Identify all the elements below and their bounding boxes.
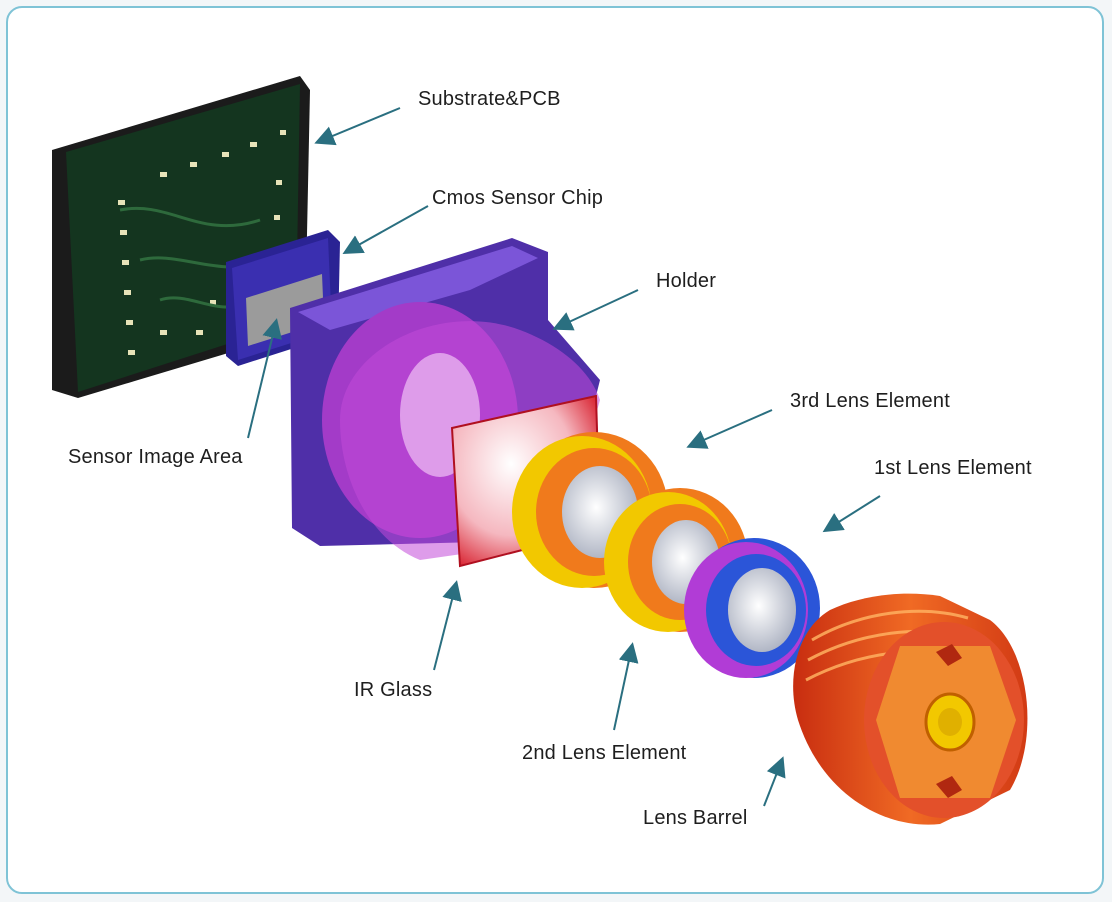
arrow-second-lens-element xyxy=(613,642,639,731)
label-third-lens-element: 3rd Lens Element xyxy=(790,390,950,412)
label-sensor-image-area: Sensor Image Area xyxy=(68,446,243,468)
arrow-substrate-pcb xyxy=(314,107,401,146)
arrow-cmos-sensor-chip xyxy=(342,205,429,254)
label-second-lens-element: 2nd Lens Element xyxy=(522,742,687,764)
arrow-lens-barrel xyxy=(763,756,786,807)
arrow-third-lens-element xyxy=(686,409,773,449)
label-holder: Holder xyxy=(656,270,717,292)
lens-barrel xyxy=(793,593,1028,825)
arrow-first-lens-element xyxy=(822,495,881,533)
label-lens-barrel: Lens Barrel xyxy=(643,807,748,829)
arrow-sensor-image-area xyxy=(247,318,282,439)
label-substrate-pcb: Substrate&PCB xyxy=(418,88,561,110)
label-first-lens-element: 1st Lens Element xyxy=(874,457,1032,479)
label-ir-glass: IR Glass xyxy=(354,679,433,701)
leader-arrows xyxy=(247,107,881,807)
arrow-holder xyxy=(552,289,639,331)
first-lens-element xyxy=(684,538,820,678)
label-cmos-sensor-chip: Cmos Sensor Chip xyxy=(432,187,604,209)
arrow-ir-glass xyxy=(433,580,462,671)
